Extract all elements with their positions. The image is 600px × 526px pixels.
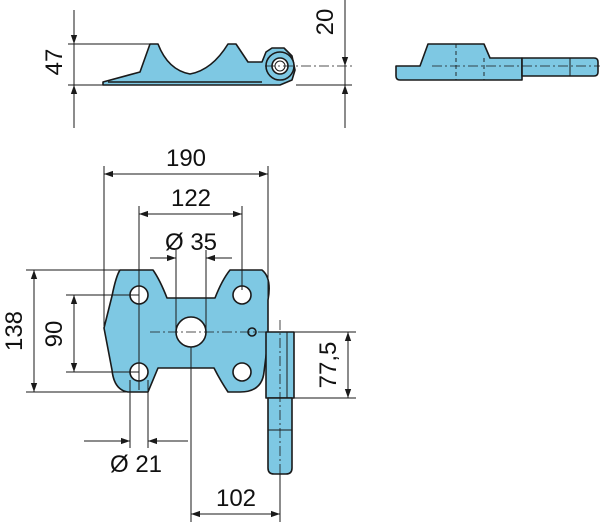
dimension-47: 47 [41, 10, 150, 128]
dimension-20: 20 [296, 0, 352, 128]
dimension-hole-diameter-label: Ø 21 [110, 451, 162, 478]
mounting-hole-bottom-right [232, 362, 252, 382]
side-view-pin [521, 57, 599, 77]
dimension-20-label: 20 [312, 9, 339, 36]
dimension-190-label: 190 [166, 145, 206, 172]
dimension-122: 122 [138, 185, 243, 390]
dimension-center-bore: Ø 35 [150, 229, 232, 332]
side-view-body [395, 43, 523, 81]
dimension-47-label: 47 [41, 49, 68, 76]
front-view [102, 43, 352, 86]
dimension-122-label: 122 [171, 185, 211, 212]
dimension-102-label: 102 [216, 485, 256, 512]
dimension-102: 102 [190, 347, 281, 522]
dimension-77-5-label: 77,5 [315, 342, 342, 389]
dimension-138: 138 [1, 269, 128, 393]
dimension-hole-diameter: Ø 21 [84, 380, 188, 478]
dimension-138-label: 138 [1, 311, 28, 351]
front-view-body [102, 43, 296, 86]
dimension-90-label: 90 [41, 321, 68, 348]
dimension-center-bore-label: Ø 35 [165, 229, 217, 256]
plate-view [103, 269, 295, 480]
dimension-190: 190 [103, 145, 269, 326]
dimension-90: 90 [41, 294, 139, 373]
side-view [395, 43, 600, 81]
dimension-77-5: 77,5 [294, 331, 356, 399]
